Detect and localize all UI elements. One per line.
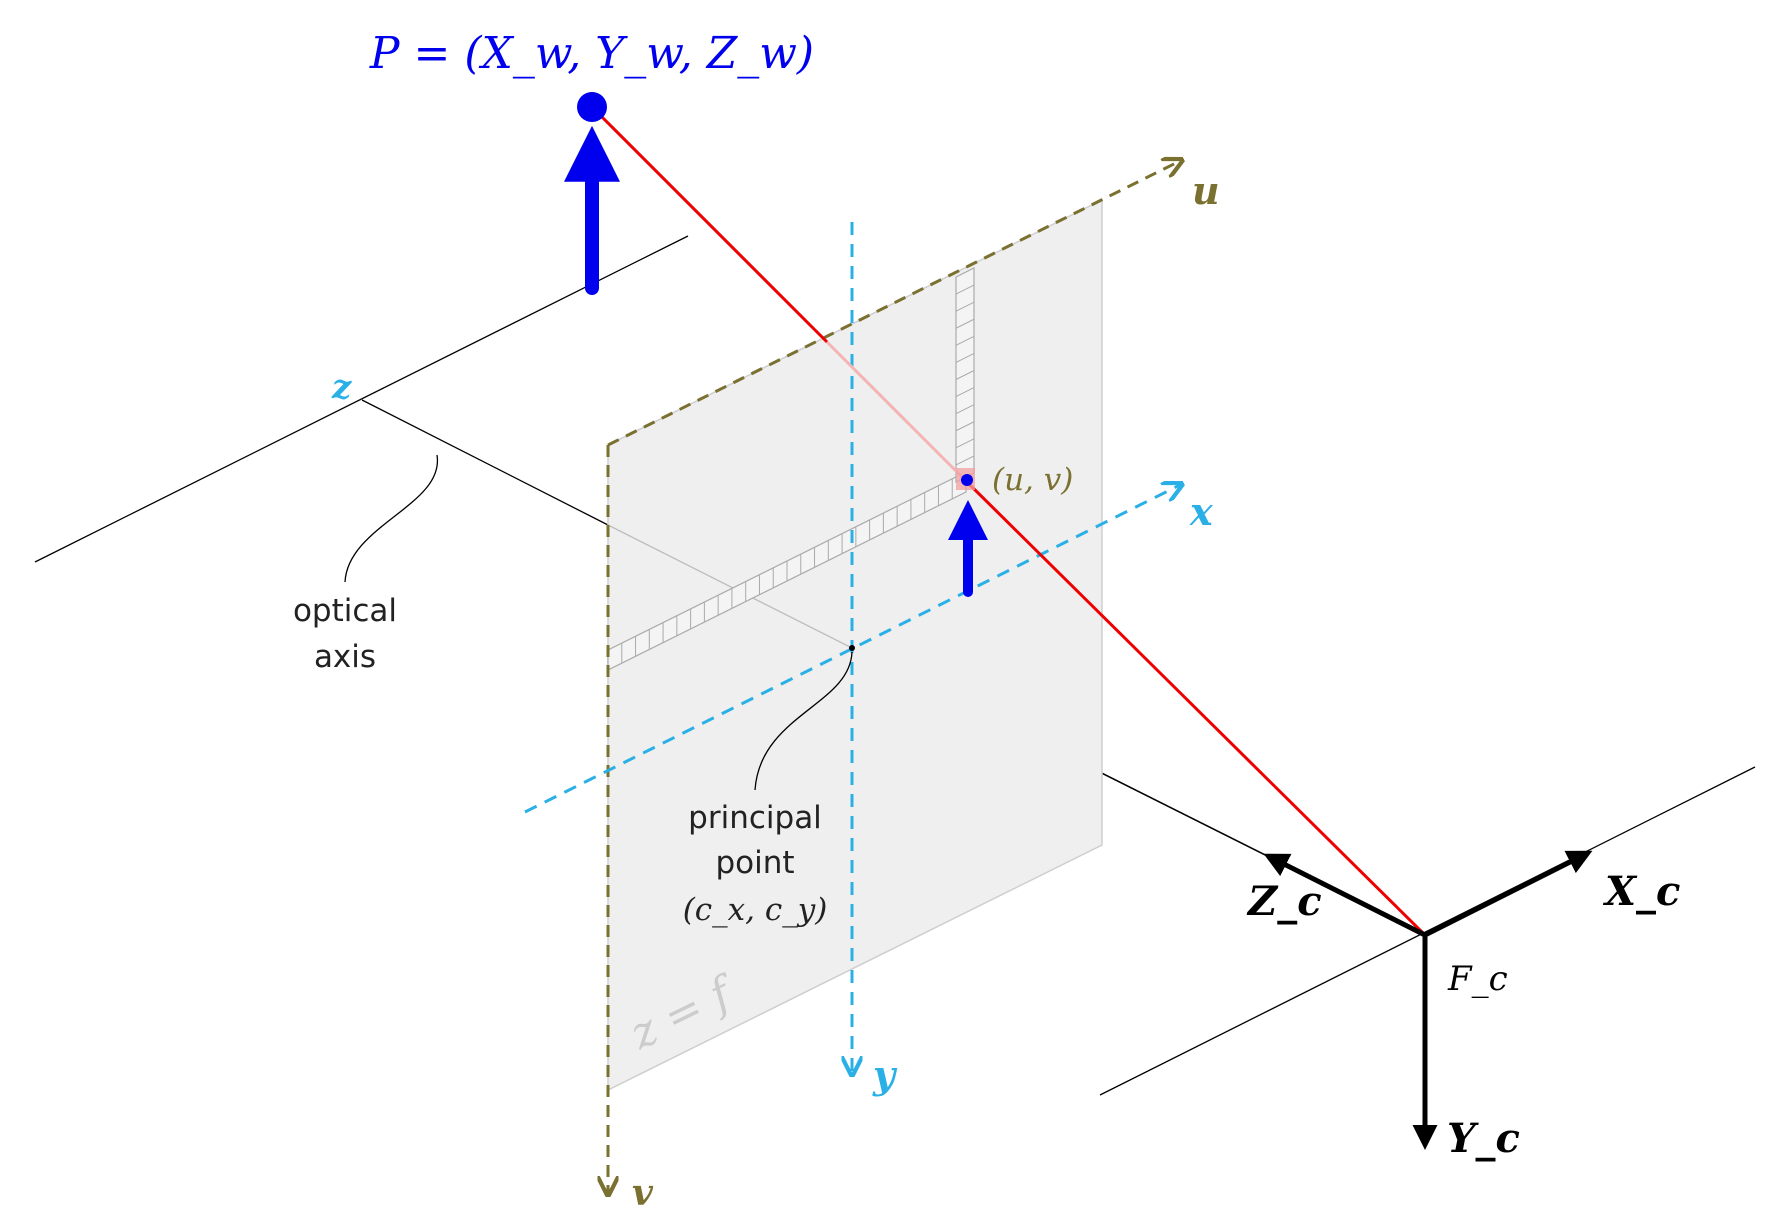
image-point-marker — [961, 474, 973, 486]
pixel-column-tick — [955, 301, 975, 312]
pixel-column-tick — [955, 284, 975, 295]
pixel-column-tick — [955, 318, 975, 329]
principal-point-label-line1: principal — [688, 800, 822, 836]
camera-x-label: X_c — [1602, 868, 1680, 915]
u-axis — [607, 160, 1182, 447]
pixel-row-ticks — [621, 478, 953, 664]
projection-ray-front — [963, 478, 1427, 937]
x-axis — [524, 484, 1182, 814]
optical-axis-label-line2: axis — [314, 639, 376, 675]
optical-axis-label-line1: optical — [293, 593, 397, 629]
world-point-marker — [577, 92, 607, 122]
projection-ray-behind-plane — [825, 340, 967, 482]
pixel-column-tick — [955, 455, 975, 466]
camera-y-label: Y_c — [1447, 1115, 1520, 1162]
pixel-point-label: (u, v) — [992, 462, 1073, 498]
camera-x-axis-arrow — [1423, 850, 1593, 938]
image-plane — [607, 198, 1103, 1092]
pixel-column-tick — [955, 387, 975, 398]
v-axis-label: v — [632, 1172, 654, 1214]
x-axis-label: x — [1189, 489, 1214, 534]
principal-point-coords: (c_x, c_y) — [683, 892, 828, 928]
pixel-column-tick — [955, 370, 975, 380]
optical-axis-back — [361, 399, 609, 526]
y-axis-label: y — [872, 1052, 898, 1097]
principal-point-marker — [849, 645, 855, 651]
pixel-column-ticks — [955, 284, 975, 466]
camera-z-label: Z_c — [1246, 878, 1322, 925]
pixel-column-tick — [955, 421, 975, 432]
pixel-column-tick — [955, 438, 975, 449]
pixel-column-tick — [955, 335, 975, 346]
principal-point-leader — [754, 651, 853, 791]
principal-point-label-line2: point — [715, 845, 794, 881]
z-axis-label: z — [331, 367, 352, 407]
camera-z-axis-arrow — [1263, 853, 1427, 938]
pixel-column-tick — [955, 352, 975, 363]
optical-axis-leader — [344, 454, 438, 583]
camera-frame-label: F_c — [1447, 959, 1508, 999]
world-ground-line — [34, 235, 689, 563]
world-point-label: P = (X_w, Y_w, Z_w) — [369, 28, 814, 79]
projection-ray-outside — [590, 105, 829, 344]
pixel-column-tick — [955, 404, 975, 415]
u-axis-label: u — [1192, 168, 1220, 213]
optical-axis-behind-plane — [607, 524, 853, 649]
